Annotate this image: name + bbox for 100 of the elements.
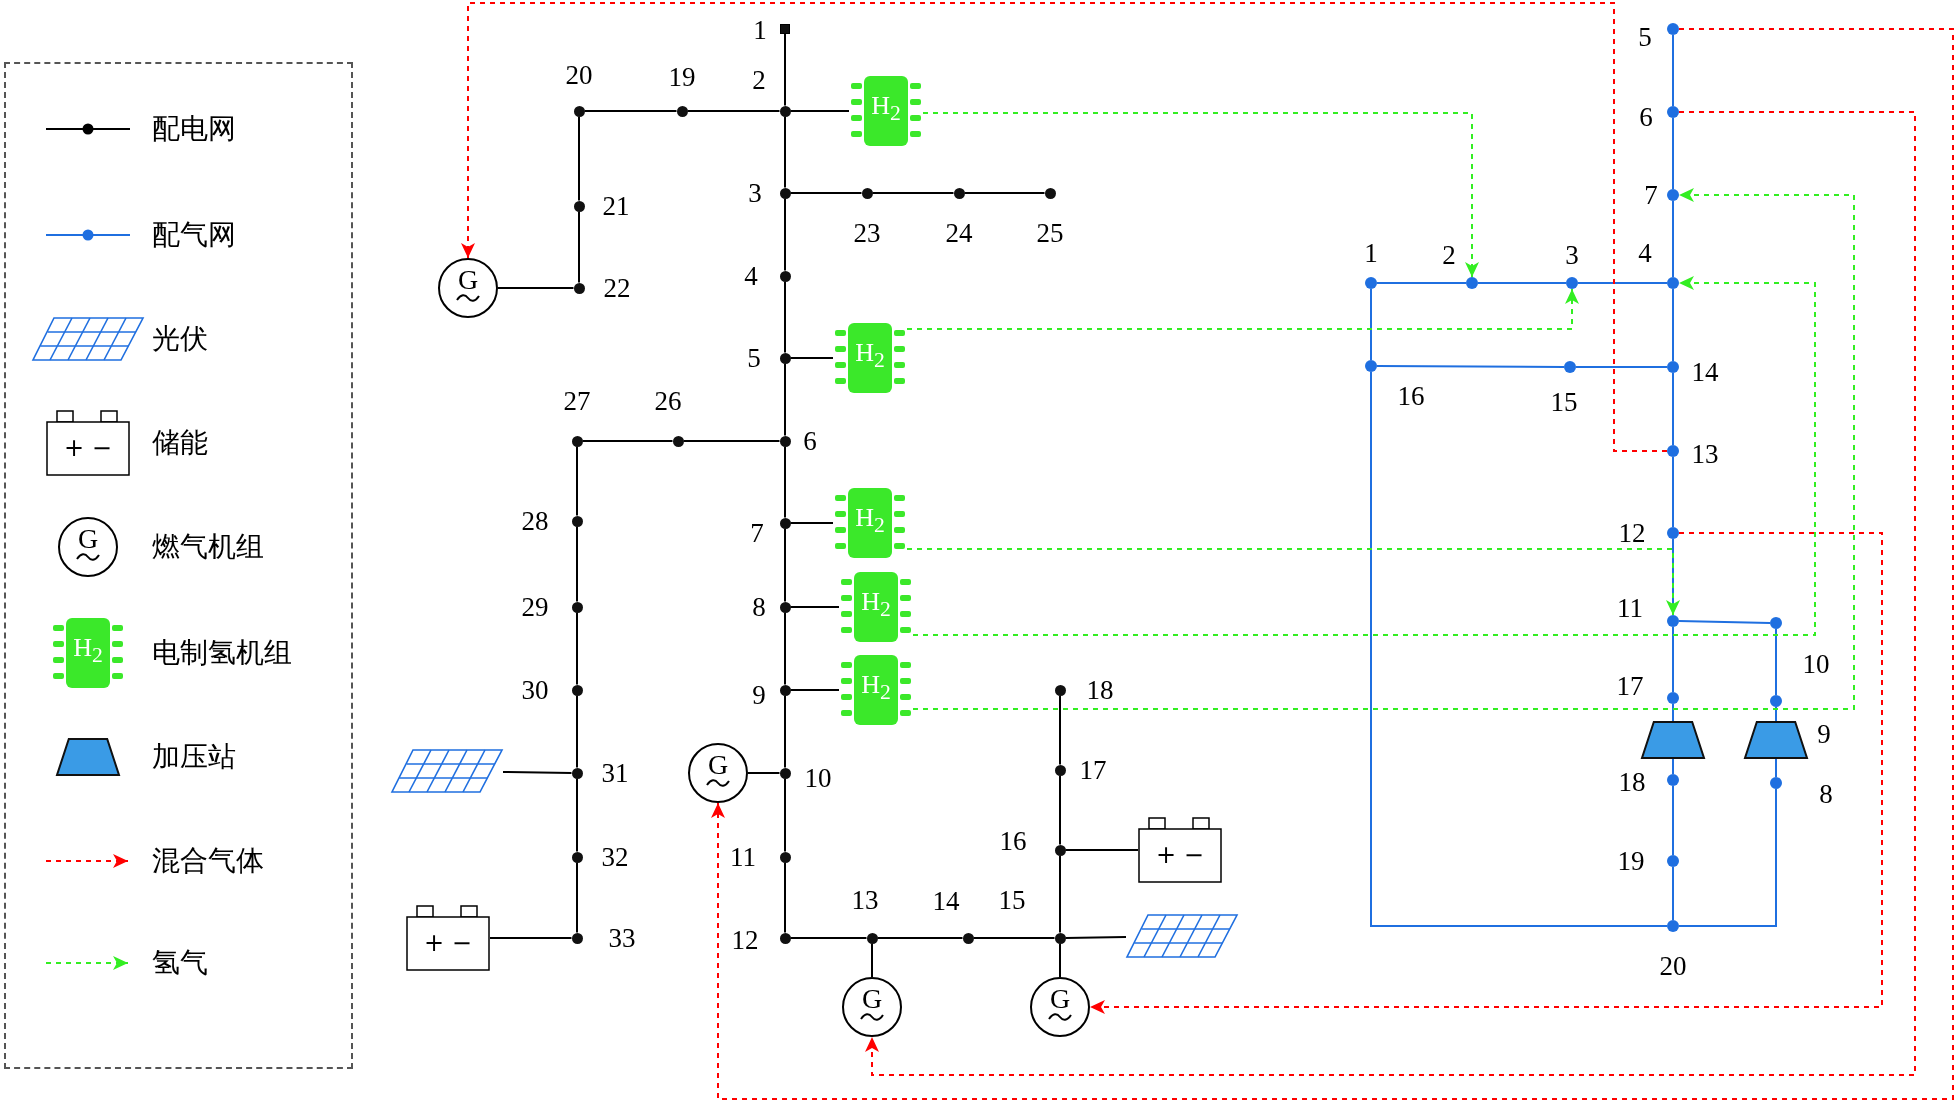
chip-label: H$_{2}$	[855, 505, 885, 537]
power-line	[576, 445, 578, 517]
chip-label: H$_{2}$	[861, 589, 891, 621]
node-number: 12	[731, 926, 759, 954]
flow-arrow	[711, 28, 1954, 1100]
node-number: 14	[932, 887, 960, 915]
gas-pipe	[1672, 372, 1674, 446]
generator-circle	[688, 743, 748, 803]
generator-circle	[438, 258, 498, 318]
gas-pipe	[1672, 456, 1674, 528]
power-line	[489, 937, 573, 939]
battery-sign: + −	[424, 931, 472, 955]
flow-arrow	[906, 288, 1579, 330]
battery-sign: + −	[1156, 843, 1204, 867]
node-number: 13	[1691, 440, 1719, 468]
gas-pipe	[1370, 288, 1372, 361]
power-line	[578, 115, 580, 202]
gas-node-dot	[1770, 617, 1782, 629]
node-number: 20	[1659, 952, 1687, 980]
node-number: 30	[521, 676, 549, 704]
power-line	[784, 861, 786, 934]
node-number: 1	[1364, 239, 1378, 267]
gas-pipe	[1477, 282, 1567, 284]
node-number: 11	[730, 843, 756, 871]
node-number: 19	[1617, 847, 1645, 875]
legend-label: 储能	[152, 429, 208, 457]
power-line	[789, 522, 834, 524]
power-line	[784, 777, 786, 853]
power-line	[789, 110, 850, 112]
node-number: 13	[851, 886, 879, 914]
gas-pipe	[1672, 626, 1674, 693]
flow-arrow	[906, 548, 1680, 616]
node-number: 18	[1086, 676, 1114, 704]
node-number: 23	[853, 219, 881, 247]
node-number: 2	[752, 66, 766, 94]
gas-pipe	[1672, 117, 1674, 190]
power-line	[784, 197, 786, 272]
node-number: 17	[1079, 756, 1107, 784]
node-number: 32	[601, 843, 629, 871]
node-number: 16	[999, 827, 1027, 855]
power-line	[784, 115, 786, 189]
power-line	[784, 280, 786, 354]
solar-panel-drawing	[1126, 914, 1238, 958]
power-line	[784, 445, 786, 519]
generator-label: G	[1049, 985, 1071, 1013]
generator-label: G	[77, 525, 99, 553]
gas-pipe	[1672, 866, 1674, 921]
gas-pipe	[1672, 200, 1674, 278]
gas-pipe	[1775, 628, 1777, 696]
node-number: 1	[753, 16, 767, 44]
power-line	[576, 694, 578, 769]
node-number: 18	[1618, 768, 1646, 796]
gas-pipe	[1672, 288, 1674, 362]
node-number: 25	[1036, 219, 1064, 247]
power-line	[686, 110, 781, 112]
flow-arrow	[912, 276, 1816, 636]
flow-arrow	[865, 111, 1916, 1076]
power-line	[784, 527, 786, 603]
node-number: 20	[565, 61, 593, 89]
node-number: 24	[945, 219, 973, 247]
node-number: 3	[1565, 241, 1579, 269]
power-line	[963, 192, 1046, 194]
legend-label: 混合气体	[152, 847, 264, 875]
solar-panel-drawing	[391, 749, 503, 793]
node-number: 4	[744, 262, 758, 290]
legend-label: 配气网	[152, 221, 236, 249]
power-line	[784, 362, 786, 437]
power-line	[583, 110, 678, 112]
power-line	[1064, 935, 1127, 939]
node-number: 15	[998, 886, 1026, 914]
power-line	[789, 937, 868, 939]
power-line	[1059, 694, 1061, 766]
node-number: 5	[747, 344, 761, 372]
generator-label: G	[707, 751, 729, 779]
power-line	[682, 440, 781, 442]
power-line	[576, 777, 578, 853]
legend-label: 燃气机组	[152, 533, 264, 561]
gas-pipe	[1577, 282, 1668, 284]
power-line	[576, 525, 578, 603]
gas-pipe	[1678, 788, 1777, 927]
gas-pipe	[1370, 371, 1668, 927]
flow-arrow	[461, 2, 1668, 452]
node-number: 26	[654, 387, 682, 415]
gas-pipe	[1672, 758, 1674, 775]
node-number: 29	[521, 593, 549, 621]
node-number: 9	[1817, 720, 1831, 748]
flow-arrow	[922, 112, 1479, 278]
power-line	[871, 192, 955, 194]
legend-label: 电制氢机组	[152, 639, 292, 667]
power-line	[784, 694, 786, 769]
chip-label: H$_{2}$	[73, 635, 103, 667]
gas-pipe	[1672, 785, 1674, 856]
flow-arrow	[912, 188, 1855, 710]
power-line	[747, 772, 781, 774]
node-number: 8	[1819, 780, 1833, 808]
node-number: 3	[748, 179, 762, 207]
generator-label: G	[861, 985, 883, 1013]
node-number: 8	[752, 593, 766, 621]
power-line	[789, 192, 863, 194]
gas-pipe	[1376, 365, 1565, 368]
